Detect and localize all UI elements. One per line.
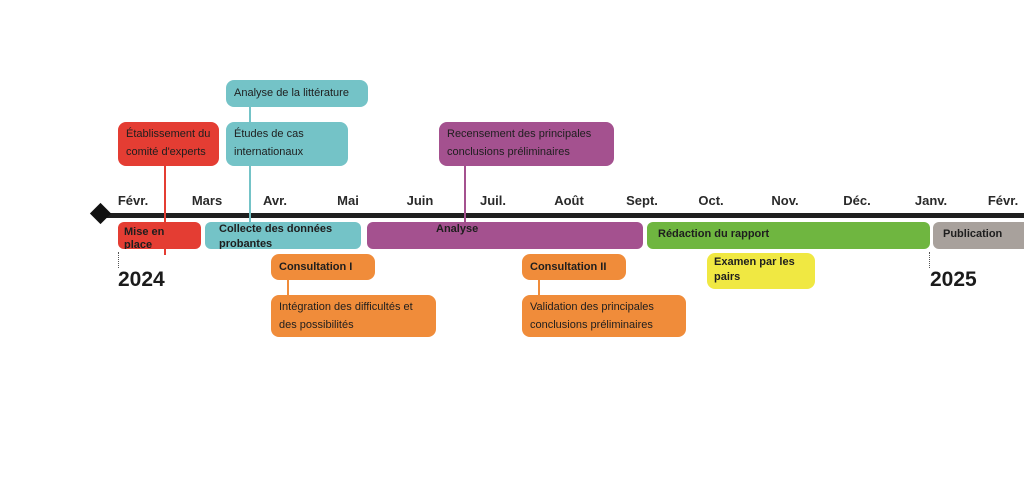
year-end-marker — [929, 252, 930, 268]
phase-analysis-bar: Analyse — [367, 222, 643, 249]
timeline-axis — [100, 213, 1024, 218]
main-findings-box: Recensement des principales conclusions … — [439, 122, 614, 166]
year-start-marker — [118, 252, 119, 268]
year-start-label: 2024 — [118, 268, 165, 291]
month-label: Avr. — [262, 193, 288, 208]
month-label: Oct. — [698, 193, 724, 208]
case-studies-box: Études de cas internationaux — [226, 122, 348, 166]
committee-connector — [164, 165, 166, 255]
consultation1-label: Consultation I — [279, 261, 353, 273]
phase-evidence-bar: Collecte des données probantes — [205, 222, 361, 249]
phase-setup-bar: Mise en place — [118, 222, 201, 249]
integration-box: Intégration des difficultés et des possi… — [271, 295, 436, 337]
month-label: Juin — [406, 193, 434, 208]
phase-evidence-label: Collecte des données probantes — [219, 223, 333, 249]
committee-box: Établissement du comité d'experts — [118, 122, 219, 166]
findings-connector — [464, 165, 466, 225]
consultation2-box: Consultation II — [522, 254, 626, 280]
validation-label: Validation des principales conclusions p… — [530, 301, 654, 331]
phase-publication-bar: Publication — [933, 222, 1024, 249]
phase-report-bar: Rédaction du rapport — [647, 222, 930, 249]
validation-box: Validation des principales conclusions p… — [522, 295, 686, 337]
consultation2-label: Consultation II — [530, 261, 607, 273]
month-label: Nov. — [771, 193, 799, 208]
committee-label: Établissement du comité d'experts — [126, 128, 211, 158]
literature-label: Analyse de la littérature — [234, 87, 349, 99]
timeline-start-diamond — [89, 202, 112, 225]
month-label: Mai — [337, 193, 359, 208]
month-label: Févr. — [987, 193, 1019, 208]
month-label: Juil. — [479, 193, 507, 208]
consultation2-connector — [538, 278, 540, 296]
month-label: Août — [554, 193, 584, 208]
peer-review-label: Examen par les pairs — [714, 256, 795, 283]
month-label: Déc. — [843, 193, 871, 208]
month-label: Sept. — [626, 193, 658, 208]
case-studies-label: Études de cas internationaux — [234, 128, 304, 158]
phase-report-label: Rédaction du rapport — [658, 228, 770, 240]
literature-box: Analyse de la littérature — [226, 80, 368, 107]
month-label: Mars — [191, 193, 223, 208]
literature-connector — [249, 107, 251, 227]
month-label: Janv. — [914, 193, 948, 208]
integration-label: Intégration des difficultés et des possi… — [279, 301, 413, 331]
phase-setup-label: Mise en place — [124, 226, 165, 249]
phase-publication-label: Publication — [943, 228, 1003, 240]
consultation1-connector — [287, 278, 289, 296]
main-findings-label: Recensement des principales conclusions … — [447, 128, 592, 158]
peer-review-box: Examen par les pairs — [707, 253, 815, 289]
consultation1-box: Consultation I — [271, 254, 375, 280]
year-end-label: 2025 — [930, 268, 977, 291]
phase-analysis-label: Analyse — [436, 223, 479, 235]
month-label: Févr. — [117, 193, 149, 208]
